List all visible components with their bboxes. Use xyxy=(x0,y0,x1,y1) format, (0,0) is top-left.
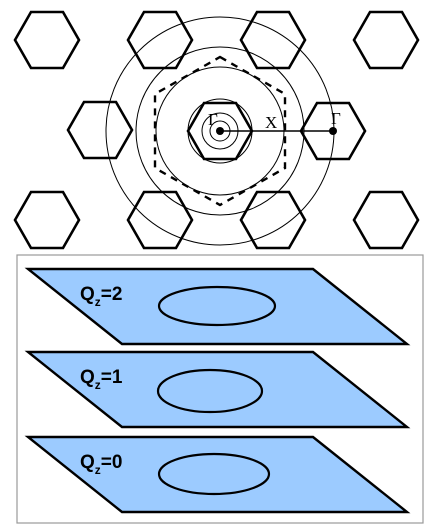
hexagon-r2-c0 xyxy=(13,190,81,250)
gamma-center-label: Γ xyxy=(208,110,218,129)
hexagon-r2-c2 xyxy=(239,190,307,250)
hexagon-r0-c1 xyxy=(126,10,194,70)
planes-frame xyxy=(16,254,424,524)
hexagon-r2-c1 xyxy=(126,190,194,250)
gamma-neighbor-label: Γ xyxy=(331,109,341,128)
gamma-center-dot xyxy=(216,127,224,135)
plane-sheet xyxy=(24,350,411,429)
hexagon-r0-c2 xyxy=(239,10,307,70)
qz-planes-panel: Qz=2 Qz=1 Qz=0 xyxy=(16,254,424,524)
fermi-surface-ellipse xyxy=(157,452,271,496)
gamma-neighbor-dot xyxy=(329,127,337,135)
plane-qz-1: Qz=1 xyxy=(24,350,411,429)
hexagon-r2-c3 xyxy=(352,190,420,250)
hexagon-r0-c0 xyxy=(13,10,81,70)
qz-label: Qz=0 xyxy=(80,452,122,477)
hexagon-r1-left xyxy=(66,100,134,160)
plane-qz-2: Qz=2 xyxy=(24,267,411,346)
qz-label: Qz=2 xyxy=(80,284,122,309)
plane-sheet xyxy=(24,267,411,346)
hexagon-r1-right xyxy=(299,101,367,161)
hexagon-r0-c3 xyxy=(352,10,420,70)
brillouin-zone-outline xyxy=(153,55,287,207)
fermi-surface-ellipse xyxy=(157,285,277,327)
qz-label: Qz=1 xyxy=(80,367,123,392)
plane-qz-0: Qz=0 xyxy=(24,435,411,514)
x-point-label: X xyxy=(265,113,277,132)
reciprocal-lattice-panel: Γ X Γ xyxy=(13,10,420,250)
plane-sheet xyxy=(24,435,411,514)
fermi-surface-ellipse xyxy=(156,368,264,414)
